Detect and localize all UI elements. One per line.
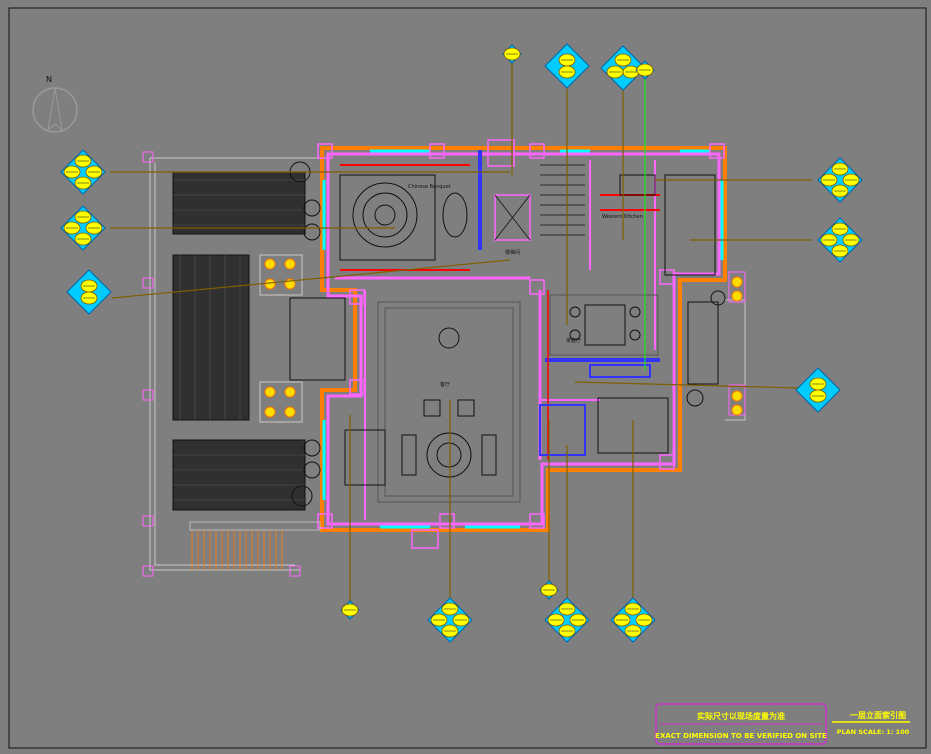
elevation-index-symbol: [795, 367, 841, 413]
kitchen-counters: [289, 174, 719, 456]
terrace-hatch-areas: [172, 171, 306, 511]
west-fence: [142, 151, 320, 577]
leader-lines: [110, 58, 812, 605]
drawing-title: 一层立面索引图: [850, 710, 906, 720]
elevation-index-symbol: [817, 157, 863, 203]
title-note-cn: 实际尺寸以现场度量为准: [697, 711, 785, 721]
elevation-index-symbol: [502, 44, 522, 64]
svg-text:N: N: [46, 75, 52, 84]
planter-symbols: [259, 254, 743, 423]
elevation-index-symbol: [60, 205, 106, 251]
elevation-index-symbol: [610, 597, 656, 643]
columns: [317, 139, 725, 529]
entry-steps: [189, 521, 321, 570]
porch: [411, 529, 439, 549]
elevation-index-symbol: [427, 597, 473, 643]
banquet-round-table: [339, 174, 468, 261]
room-label-kitchen: Western Kitchen: [602, 214, 643, 220]
scale-label: PLAN SCALE: 1: 100: [837, 728, 910, 736]
room-label-family: 家庭厅: [566, 337, 581, 344]
room-label-living: 客厅: [440, 381, 450, 388]
room-label-stair: 楼梯间: [505, 249, 520, 256]
elevation-index-symbol: [539, 580, 559, 600]
elevation-index-symbol: [60, 149, 106, 195]
elevation-index-symbol: [544, 597, 590, 643]
elevation-index-symbol: [600, 45, 646, 91]
title-note-en: EXACT DIMENSION TO BE VERIFIED ON SITE: [655, 732, 827, 740]
elevation-index-symbol: [817, 217, 863, 263]
elevation-index-symbol: [635, 60, 655, 80]
drawing-frame: [8, 7, 927, 749]
elevation-index-symbol: [66, 269, 112, 315]
elevation-index-symbol: [340, 600, 360, 620]
family-dining-table: [549, 294, 659, 356]
title-block: 实际尺寸以现场度量为准 EXACT DIMENSION TO BE VERIFI…: [655, 703, 910, 745]
elevation-index-symbols: [60, 43, 863, 643]
window-marks: [322, 149, 724, 529]
living-furniture: [344, 301, 521, 503]
north-arrow-icon: N: [32, 75, 78, 133]
room-label-dining: Chinese Banquet: [408, 184, 451, 190]
elevation-index-symbol: [544, 43, 590, 89]
stair: [494, 164, 585, 241]
